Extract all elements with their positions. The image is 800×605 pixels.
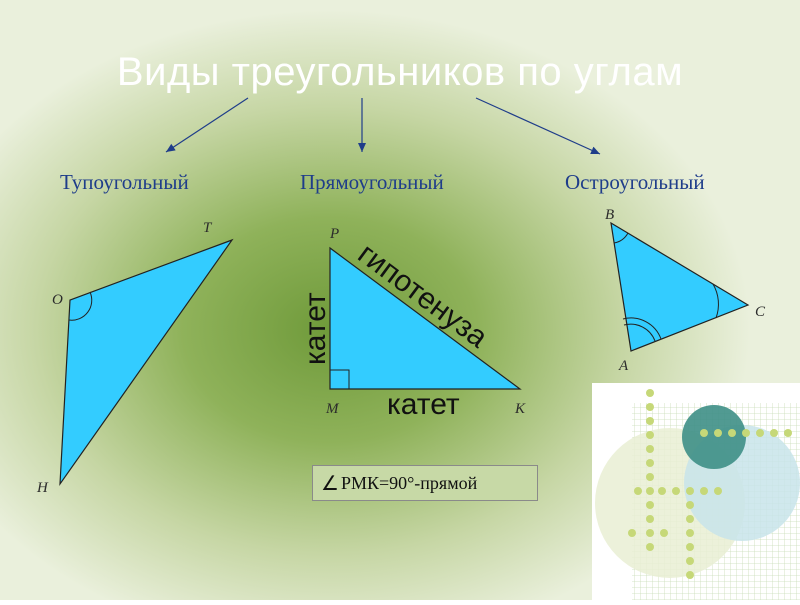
leg-label-vertical: катет: [299, 292, 332, 365]
vertex-label-a: А: [618, 358, 629, 374]
obtuse-angle-arc: [68, 291, 93, 321]
vertex-label-h: Н: [36, 480, 49, 496]
right-triangle: [329, 246, 522, 390]
acute-triangle: [610, 221, 750, 352]
vertex-label-k: К: [514, 401, 526, 417]
slide-title: Виды треугольников по углам: [116, 50, 684, 94]
angle-symbol: ∠: [321, 472, 339, 495]
category-obtuse: Тупоугольный: [60, 170, 189, 194]
right-angle-note: ∠ РМК=90°-прямой: [312, 465, 538, 501]
vertex-label-c: С: [755, 304, 766, 320]
right-angle-mark: [329, 369, 350, 390]
vertex-label-b: В: [605, 207, 614, 223]
angle-arc-c: [712, 283, 719, 319]
vertex-label-m: М: [325, 401, 340, 417]
angle-arc-b: [613, 232, 629, 244]
category-acute: Остроугольный: [565, 170, 705, 194]
vertex-label-o: О: [52, 292, 63, 308]
arrow-to-acute: [475, 97, 601, 155]
angle-note-text: РМК=90°-прямой: [340, 472, 478, 493]
arrow-to-obtuse: [165, 97, 249, 153]
angle-arc-a-outer: [622, 317, 662, 340]
angle-arc-a-inner: [623, 323, 656, 342]
obtuse-triangle: [59, 238, 234, 487]
vertex-label-t: Т: [203, 220, 213, 236]
category-right: Прямоугольный: [300, 170, 444, 194]
leg-label-horizontal: катет: [387, 388, 460, 421]
decorative-circles-grid: [595, 389, 800, 600]
decorative-graphic: [592, 383, 800, 600]
vertex-label-p: Р: [329, 226, 339, 242]
